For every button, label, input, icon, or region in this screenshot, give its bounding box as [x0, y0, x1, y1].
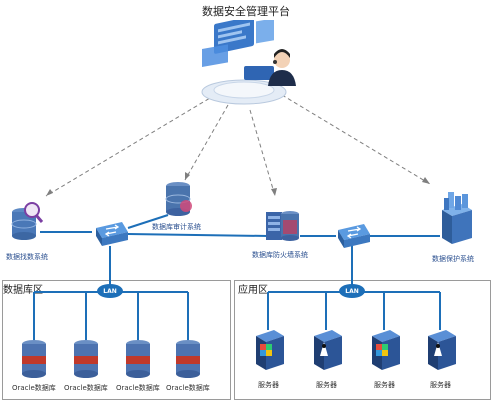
server-label-3: 服务器 — [374, 381, 395, 389]
server-icon-2 — [314, 330, 342, 370]
application-zone-title: 应用区 — [238, 285, 268, 296]
db-firewall-icon — [266, 211, 299, 241]
platform-illustration — [201, 20, 296, 105]
database-zone-title: 数据库区 — [3, 285, 43, 296]
oracle-db-icon-1 — [22, 340, 46, 378]
server-icon-3 — [372, 330, 400, 370]
oracle-db-icon-4 — [176, 340, 200, 378]
lan-label-application-zone: LAN — [345, 288, 359, 295]
lan-label-database-zone: LAN — [103, 288, 117, 295]
oracle-db-label-4: Oracle数据库 — [166, 384, 210, 392]
switch-right-icon — [338, 224, 370, 248]
data-protection-icon — [442, 192, 472, 244]
server-label-2: 服务器 — [316, 381, 337, 389]
data-discovery-icon — [11, 202, 44, 240]
oracle-db-icon-3 — [126, 340, 150, 378]
oracle-db-label-3: Oracle数据库 — [116, 384, 160, 392]
lan-cloud-application-zone — [339, 284, 365, 298]
database-zone — [2, 280, 231, 400]
server-icon-4 — [428, 330, 456, 370]
diagram-title: 数据安全管理平台 — [202, 5, 290, 18]
lan-cloud-database-zone — [97, 284, 123, 298]
db-audit-icon — [165, 182, 192, 216]
server-label-1: 服务器 — [258, 381, 279, 389]
oracle-db-label-2: Oracle数据库 — [64, 384, 108, 392]
db-audit-label: 数据库审计系统 — [152, 223, 201, 231]
db-firewall-label: 数据库防火墙系统 — [252, 251, 308, 259]
data-protection-label: 数据保护系统 — [432, 255, 474, 263]
data-discovery-label: 数据找数系统 — [6, 253, 48, 261]
server-label-4: 服务器 — [430, 381, 451, 389]
server-icon-1 — [256, 330, 284, 370]
oracle-db-label-1: Oracle数据库 — [12, 384, 56, 392]
switch-left-icon — [96, 222, 128, 246]
oracle-db-icon-2 — [74, 340, 98, 378]
